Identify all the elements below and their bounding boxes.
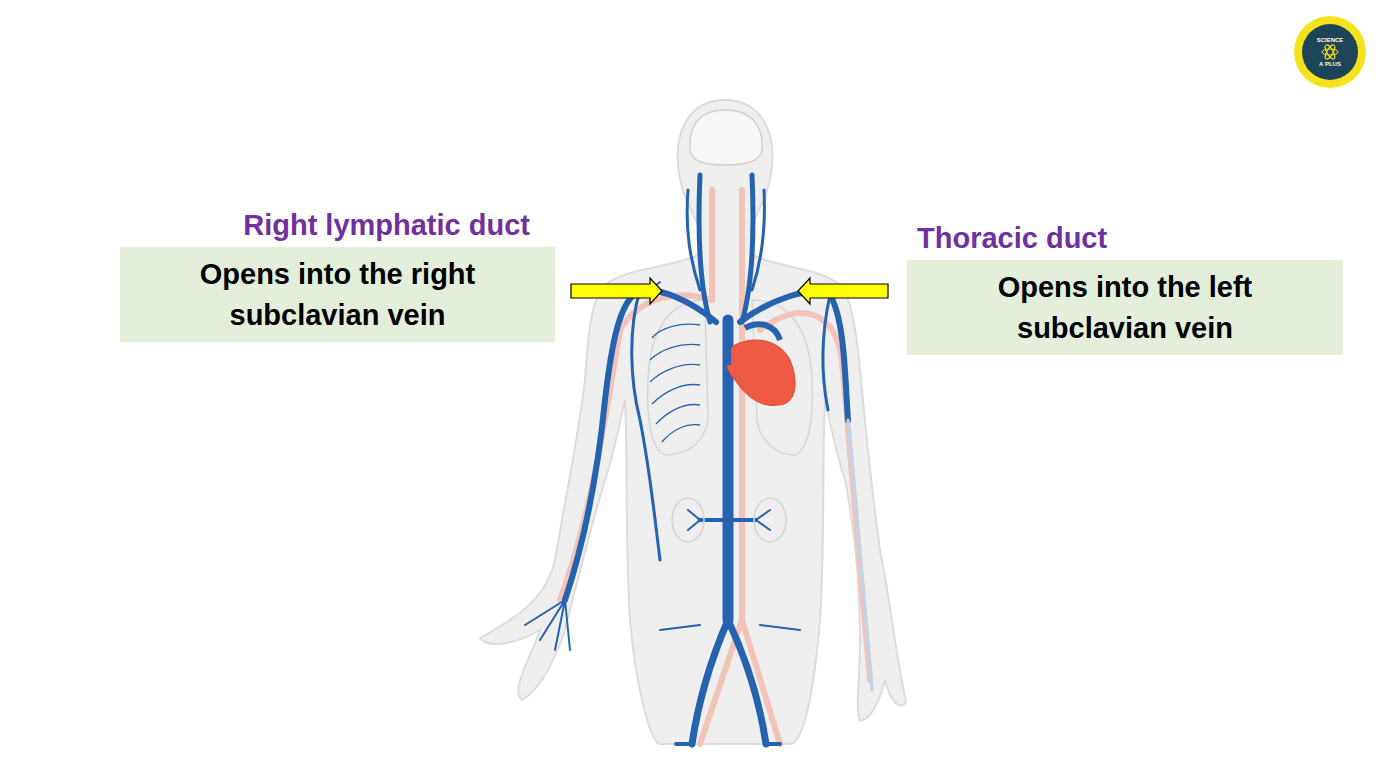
kidney — [672, 498, 704, 542]
duct-heading: Thoracic duct — [907, 220, 1343, 256]
description-text: Opens into the left subclavian vein — [962, 267, 1288, 349]
logo-ring — [1294, 16, 1366, 88]
kidney — [754, 498, 786, 542]
heart — [726, 340, 795, 405]
callout-box: Thoracic ductOpens into the left subclav… — [907, 220, 1343, 355]
duct-heading: Right lymphatic duct — [120, 207, 555, 243]
callout-box: Right lymphatic ductOpens into the right… — [120, 207, 555, 342]
logo-text: A PLUS — [1310, 61, 1350, 67]
body-outline — [480, 100, 906, 744]
logo-text: SCIENCE — [1310, 37, 1350, 43]
atom-symbol — [1322, 44, 1338, 61]
logo-badge — [1302, 24, 1358, 80]
description-panel: Opens into the left subclavian vein — [907, 260, 1343, 355]
brain — [690, 110, 762, 165]
heart-vessels — [728, 324, 780, 365]
ribs — [650, 324, 700, 442]
pointer-arrow — [571, 278, 662, 304]
description-panel: Opens into the right subclavian vein — [120, 247, 555, 342]
pointer-arrow — [798, 278, 888, 304]
veins — [525, 175, 872, 744]
lung — [648, 300, 708, 455]
arteries — [560, 190, 870, 744]
description-text: Opens into the right subclavian vein — [175, 254, 500, 336]
